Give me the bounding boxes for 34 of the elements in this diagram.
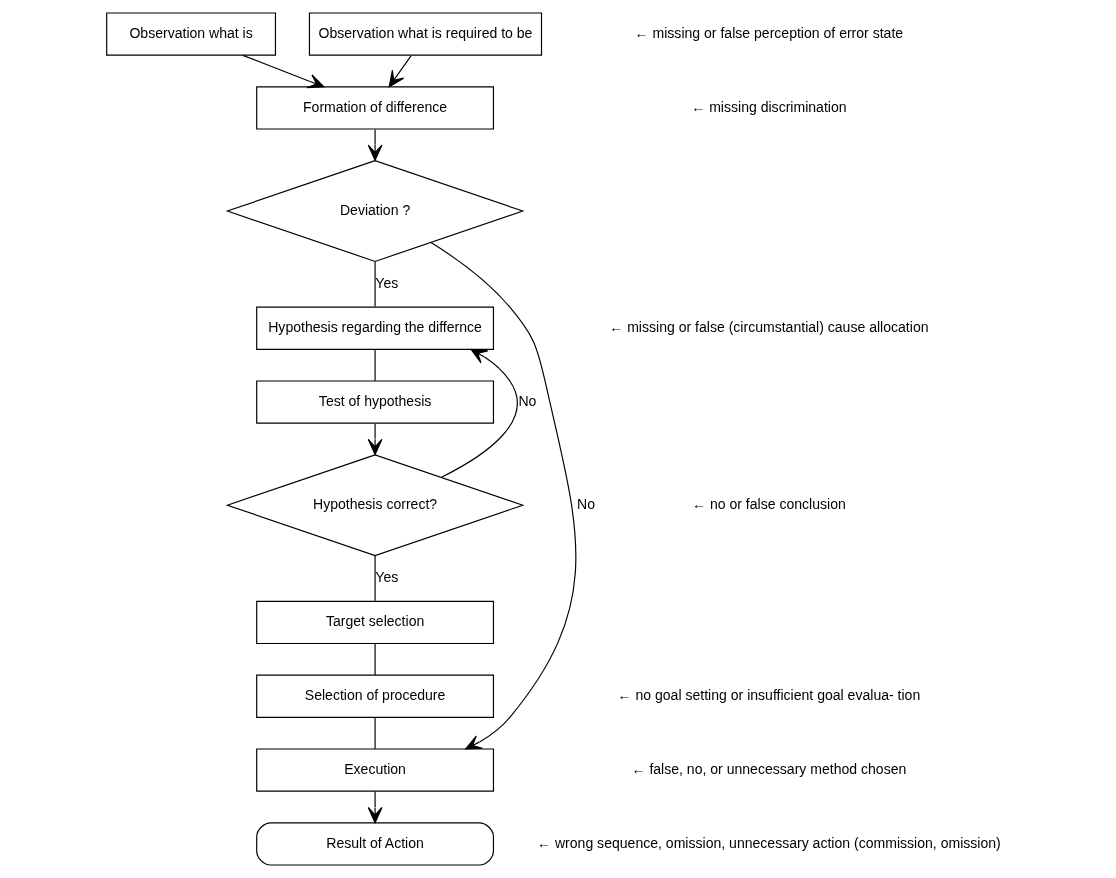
- arrow: [388, 54, 412, 88]
- node-box: Formation of difference: [255, 86, 494, 130]
- label: ← missing discrimination: [690, 98, 847, 115]
- label: ← wrong sequence, omission, unnecessary action (commission, omission): [536, 834, 1001, 851]
- label: ← no or false conclusion: [691, 495, 846, 512]
- connector: [374, 717, 376, 750]
- arrow: [367, 128, 383, 161]
- node-box: Target selection: [255, 600, 494, 645]
- node-box: Test of hypothesis: [255, 380, 494, 424]
- connector: [374, 349, 376, 382]
- label: ← no goal setting or insufficient goal evalua- tion: [617, 686, 920, 703]
- edge-label: Yes: [374, 274, 398, 291]
- edge-label: No: [576, 495, 595, 512]
- label: ← missing or false perception of error state: [634, 24, 903, 41]
- label: ← false, no, or unnecessary method chosen: [630, 760, 906, 777]
- connector: [374, 261, 376, 308]
- connector: [374, 643, 376, 676]
- arrow: [367, 423, 383, 456]
- edge-label: No: [517, 392, 536, 409]
- arrow: [440, 348, 518, 478]
- edge-label: Yes: [374, 569, 398, 586]
- node-box: Selection of procedure: [255, 674, 494, 718]
- label: ← missing or false (circumstantial) cause allocation: [608, 318, 929, 335]
- arrow: [429, 241, 576, 750]
- node-box: Observation what is required to be: [308, 12, 542, 56]
- node-diamond: Deviation ?: [225, 160, 525, 263]
- node-diamond: Hypothesis correct?: [225, 454, 525, 557]
- arrow: [241, 54, 324, 89]
- node-box: Observation what is: [105, 12, 276, 56]
- arrow: [367, 791, 383, 824]
- node-box: Result of Action: [255, 822, 494, 866]
- node-box: Execution: [255, 748, 494, 792]
- connector: [374, 555, 376, 602]
- node-box: Hypothesis regarding the differnce: [255, 306, 494, 350]
